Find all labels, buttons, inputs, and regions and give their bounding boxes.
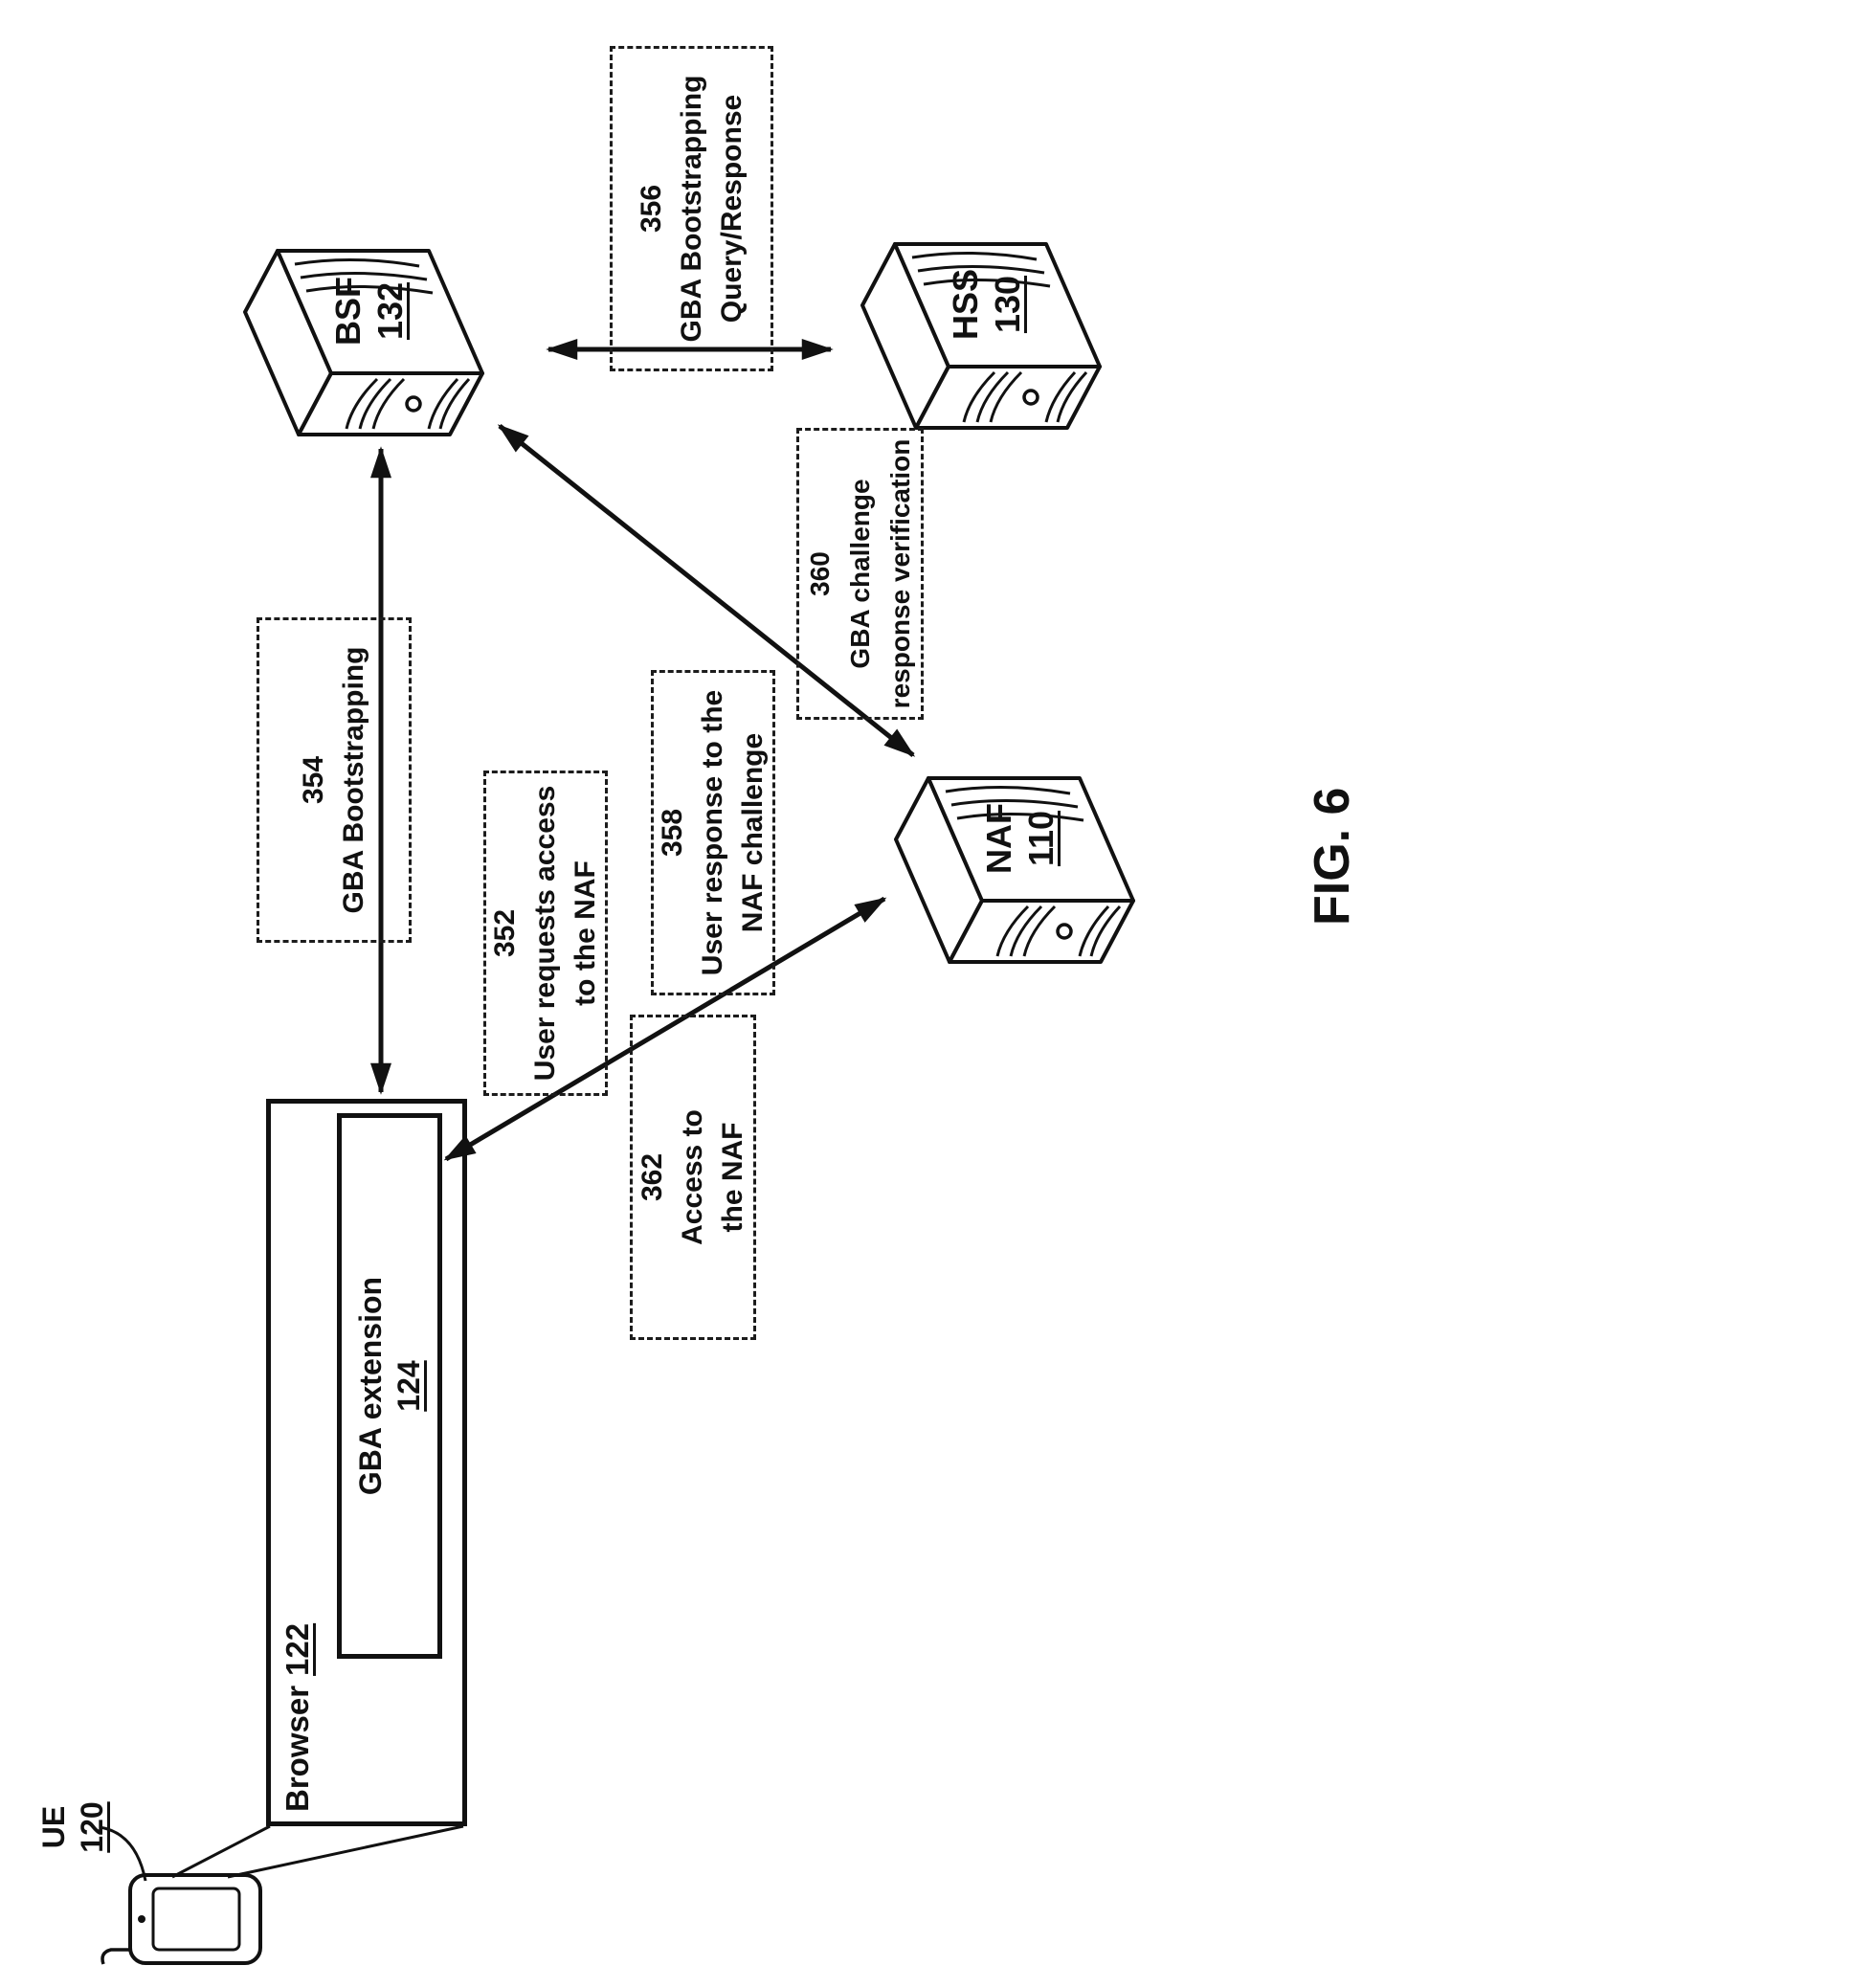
message-line: GBA challenge [844,479,875,669]
naf-ref: 110 [1021,810,1061,867]
naf-name: NAF [979,803,1018,874]
message-line: the NAF [717,1122,748,1233]
browser-name: Browser [279,1685,315,1812]
browser-label: Browser 122 [279,1623,316,1812]
message-line: GBA Bootstrapping [338,646,369,914]
message-num: 354 [298,755,329,805]
hss-ref: 130 [988,275,1027,334]
gba-extension-ref: 124 [391,1360,426,1412]
message-box-352: 352 User requests access to the NAF [483,771,608,1096]
hss-name: HSS [946,268,985,341]
projection-line-top [171,1824,271,1879]
ue-name: UE [36,1805,71,1849]
message-num: 356 [635,184,667,234]
browser-ref: 122 [279,1622,315,1676]
message-line: User response to the [697,689,728,976]
message-box-354: 354 GBA Bootstrapping [257,617,412,943]
message-num: 362 [637,1152,668,1202]
bsf-ref: 132 [370,281,410,341]
ue-phone-icon [101,1873,262,1965]
message-box-358: 358 User response to the NAF challenge [651,670,775,995]
message-line: NAF challenge [737,732,769,933]
message-line: Query/Response [715,94,748,324]
message-box-360: 360 GBA challenge response verification [796,428,924,720]
message-line: GBA Bootstrapping [675,75,707,343]
message-num: 352 [489,908,521,958]
gba-extension-box: GBA extension 124 [337,1113,442,1659]
message-line: User requests access [529,785,561,1082]
figure-caption: FIG. 6 [1305,787,1360,926]
arrow-bsf-naf [497,424,916,757]
message-box-356: 356 GBA Bootstrapping Query/Response [610,46,773,371]
ue-label: UE 120 [34,1770,111,1885]
message-num: 358 [657,808,688,858]
message-line: to the NAF [570,860,601,1006]
message-num: 360 [804,551,835,596]
hss-label: HSS 130 [945,233,1029,376]
message-line: response verification [884,438,915,709]
naf-label: NAF 110 [978,767,1062,910]
projection-line-bottom [227,1824,464,1879]
ue-leader-line [99,1825,147,1882]
message-box-362: 362 Access to the NAF [630,1015,756,1340]
arrow-browser-naf [443,896,887,1162]
ue-ref: 120 [75,1801,109,1853]
bsf-label: BSF 132 [327,239,412,383]
bsf-name: BSF [328,277,368,346]
message-line: Access to [677,1109,708,1245]
gba-extension-name: GBA extension [353,1276,388,1496]
